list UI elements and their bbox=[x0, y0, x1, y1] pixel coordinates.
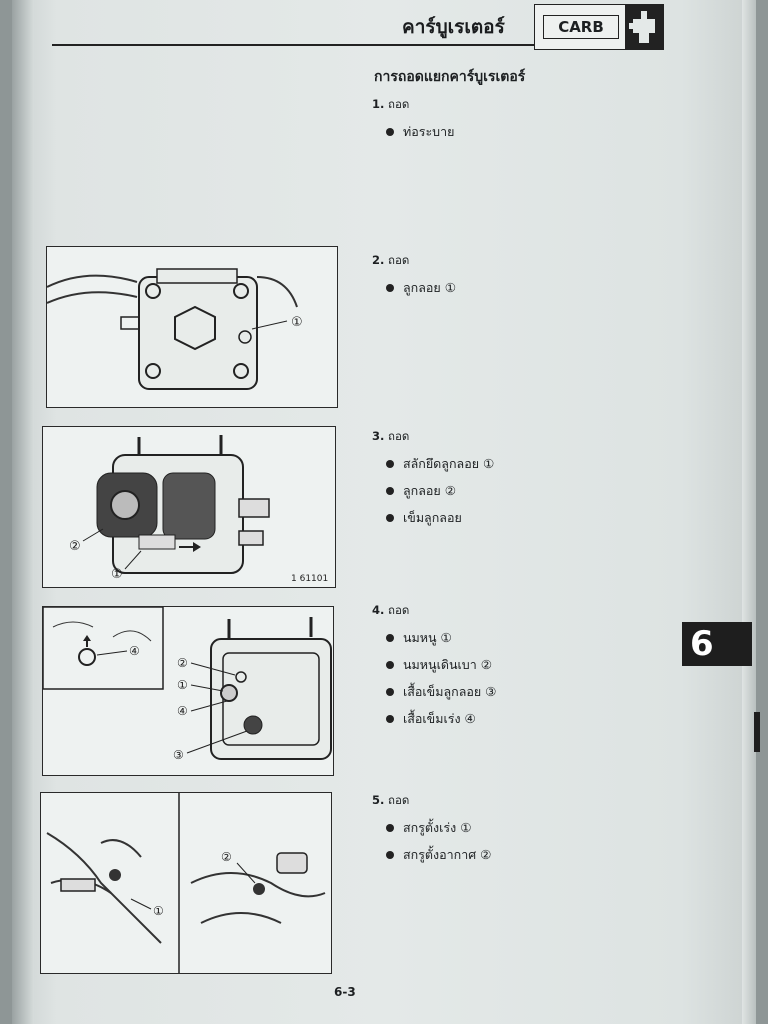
step-2: 2. ถอด ลูกลอย ① bbox=[372, 252, 456, 305]
step-action: ถอด bbox=[388, 97, 410, 111]
list-item: ลูกลอย ① bbox=[386, 278, 456, 298]
list-item: นมหนูเดินเบา ② bbox=[386, 655, 496, 675]
step-action: ถอด bbox=[388, 253, 410, 267]
float-chamber-illustration: ① bbox=[47, 268, 303, 390]
step-items: สกรูตั้งเร่ง ① สกรูตั้งอากาศ ② bbox=[386, 818, 491, 865]
list-item: ลูกลอย ② bbox=[386, 481, 494, 501]
step-items: ลูกลอย ① bbox=[386, 278, 456, 298]
figure-jets: ④ ② ① ④ ③ bbox=[42, 606, 334, 776]
step-3: 3. ถอด สลักยึดลูกลอย ① ลูกลอย ② เข็มลูกล… bbox=[372, 428, 494, 535]
step-number: 1. bbox=[372, 97, 385, 111]
callout-1: ① bbox=[153, 904, 164, 918]
list-item: สลักยึดลูกลอย ① bbox=[386, 454, 494, 474]
step-action: ถอด bbox=[388, 793, 410, 807]
step-1: 1. ถอด ท่อระบาย bbox=[372, 96, 454, 149]
callout-1: ① bbox=[177, 678, 188, 692]
list-item: ท่อระบาย bbox=[386, 122, 454, 142]
section-title: การถอดแยกคาร์บูเรเตอร์ bbox=[374, 69, 526, 85]
callout-2: ② bbox=[69, 539, 81, 554]
figure-float-chamber: ① bbox=[46, 246, 338, 408]
callout-2: ② bbox=[221, 850, 232, 864]
chapter-tab: 6 bbox=[682, 622, 752, 666]
bullet-icon bbox=[386, 851, 394, 859]
jets-illustration: ④ ② ① ④ ③ bbox=[43, 607, 332, 762]
step-items: สลักยึดลูกลอย ① ลูกลอย ② เข็มลูกลอย bbox=[386, 454, 494, 528]
list-item: เสื้อเข็มเร่ง ④ bbox=[386, 709, 496, 729]
inset-callout-4: ④ bbox=[129, 644, 140, 658]
callout-1: ① bbox=[111, 567, 123, 582]
step-items: ท่อระบาย bbox=[386, 122, 454, 142]
step-action: ถอด bbox=[388, 429, 410, 443]
list-item: นมหนู ① bbox=[386, 628, 496, 648]
list-item: สกรูตั้งเร่ง ① bbox=[386, 818, 491, 838]
step-number: 3. bbox=[372, 429, 385, 443]
bullet-icon bbox=[386, 688, 394, 696]
callout-1: ① bbox=[291, 315, 303, 330]
callout-2: ② bbox=[177, 656, 188, 670]
step-number: 4. bbox=[372, 603, 385, 617]
bullet-icon bbox=[386, 487, 394, 495]
bullet-icon bbox=[386, 634, 394, 642]
list-item: เข็มลูกลอย bbox=[386, 508, 494, 528]
manual-page: คาร์บูเรเตอร์ CARB การถอดแยกคาร์บูเรเตอร… bbox=[12, 0, 760, 1024]
step-action: ถอด bbox=[388, 603, 410, 617]
step-5: 5. ถอด สกรูตั้งเร่ง ① สกรูตั้งอากาศ ② bbox=[372, 792, 491, 872]
step-number: 2. bbox=[372, 253, 385, 267]
header-rule bbox=[52, 44, 540, 46]
carburetor-icon bbox=[625, 5, 663, 49]
section-code-label: CARB bbox=[543, 15, 619, 39]
callout-4: ④ bbox=[177, 704, 188, 718]
figure-float-pin: ② ① 1 61101 bbox=[42, 426, 336, 588]
figure-adjusting-screws: ① ② bbox=[40, 792, 332, 974]
step-4: 4. ถอด นมหนู ① นมหนูเดินเบา ② เสื้อเข็มล… bbox=[372, 602, 496, 736]
float-pin-illustration: ② ① 1 61101 bbox=[69, 435, 328, 584]
list-item: สกรูตั้งอากาศ ② bbox=[386, 845, 491, 865]
bullet-icon bbox=[386, 460, 394, 468]
figure-code: 1 61101 bbox=[291, 574, 328, 584]
bullet-icon bbox=[386, 128, 394, 136]
step-number: 5. bbox=[372, 793, 385, 807]
adjusting-screws-illustration: ① ② bbox=[46, 793, 326, 973]
tab-edge-mark bbox=[754, 712, 760, 752]
page-number: 6-3 bbox=[334, 985, 356, 999]
callout-3: ③ bbox=[173, 748, 184, 762]
bullet-icon bbox=[386, 661, 394, 669]
page-spine-shadow bbox=[12, 0, 34, 1024]
bullet-icon bbox=[386, 514, 394, 522]
page-right-edge bbox=[742, 0, 756, 1024]
step-items: นมหนู ① นมหนูเดินเบา ② เสื้อเข็มลูกลอย ③… bbox=[386, 628, 496, 729]
bullet-icon bbox=[386, 715, 394, 723]
list-item: เสื้อเข็มลูกลอย ③ bbox=[386, 682, 496, 702]
bullet-icon bbox=[386, 284, 394, 292]
bullet-icon bbox=[386, 824, 394, 832]
header-section-box: CARB bbox=[534, 4, 664, 50]
header-title: คาร์บูเรเตอร์ bbox=[402, 16, 505, 38]
